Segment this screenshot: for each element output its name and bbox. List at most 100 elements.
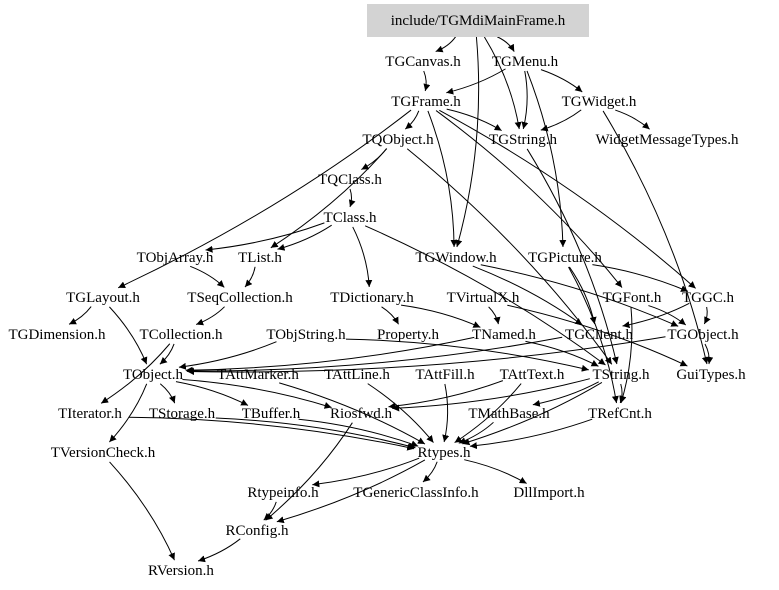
node-widgetmessagetypes-h[interactable]: WidgetMessageTypes.h — [596, 132, 739, 148]
node-label: TCollection.h — [140, 327, 223, 343]
edge-tgclient-h-to-tobject-h — [186, 336, 563, 375]
node-label: TClass.h — [324, 210, 377, 226]
edge-rtypes-h-to-rtypeinfo-h — [312, 457, 420, 488]
edge-tattmarker-h-to-rtypes-h — [279, 382, 426, 445]
node-tstring-h[interactable]: TString.h — [592, 367, 650, 383]
node-tgstring-h[interactable]: TGString.h — [489, 132, 557, 148]
node-label: TAttMarker.h — [217, 367, 299, 383]
node-tglayout-h[interactable]: TGLayout.h — [66, 290, 140, 306]
root-node-box — [367, 4, 589, 37]
edge-tnamed-h-to-tstring-h — [525, 340, 599, 367]
node-property-h[interactable]: Property.h — [377, 327, 439, 343]
node-tattmarker-h[interactable]: TAttMarker.h — [217, 367, 299, 383]
node-label: TGFont.h — [603, 290, 662, 306]
node-label: Riosfwd.h — [330, 406, 393, 422]
node-label: TGLayout.h — [66, 290, 140, 306]
edge-tstring-h-to-riosfwd-h — [392, 378, 590, 412]
node-tstorage-h[interactable]: TStorage.h — [149, 406, 216, 422]
edge-tgmenu-h-to-tgwidget-h — [540, 69, 583, 93]
node-tvirtualx-h[interactable]: TVirtualX.h — [447, 290, 520, 306]
node-tseqcollection-h[interactable]: TSeqCollection.h — [187, 290, 293, 306]
node-rconfig-h[interactable]: RConfig.h — [226, 523, 289, 539]
edge-tgpicture-h-to-trefcnt-h — [568, 266, 619, 404]
node-include-tgmdimainframe-h[interactable]: include/TGMdiMainFrame.h — [367, 4, 589, 37]
node-label: TVersionCheck.h — [51, 445, 156, 461]
edge-tstorage-h-to-rtypes-h — [215, 417, 416, 450]
edge-tdictionary-h-to-tnamed-h — [400, 304, 481, 328]
node-tgpicture-h[interactable]: TGPicture.h — [528, 250, 602, 266]
node-label: TStorage.h — [149, 406, 216, 422]
node-tqobject-h[interactable]: TQObject.h — [362, 132, 434, 148]
node-tgframe-h[interactable]: TGFrame.h — [391, 94, 461, 110]
node-riosfwd-h[interactable]: Riosfwd.h — [330, 406, 393, 422]
node-tgdimension-h[interactable]: TGDimension.h — [8, 327, 106, 343]
node-dllimport-h[interactable]: DllImport.h — [513, 485, 585, 501]
edge-tgfont-h-to-trefcnt-h — [619, 306, 633, 404]
node-rversion-h[interactable]: RVersion.h — [148, 563, 214, 579]
node-tcollection-h[interactable]: TCollection.h — [140, 327, 223, 343]
node-tgclient-h[interactable]: TGClient.h — [565, 327, 633, 343]
node-label: TString.h — [592, 367, 650, 383]
edge-tattline-h-to-rtypes-h — [367, 383, 434, 443]
edge-tgwindow-h-to-tgobject-h — [480, 264, 679, 327]
node-label: DllImport.h — [513, 485, 585, 501]
edge-tgobject-h-to-tobject-h — [187, 336, 666, 376]
node-rtypeinfo-h[interactable]: Rtypeinfo.h — [247, 485, 319, 501]
edge-rtypes-h-to-tgenericclassinfo-h — [422, 461, 438, 483]
node-label: RConfig.h — [226, 523, 289, 539]
edge-tobjstring-h-to-tobject-h — [178, 341, 277, 370]
node-tgfont-h[interactable]: TGFont.h — [603, 290, 662, 306]
edge-tstring-h-to-tmathbase-h — [532, 381, 599, 407]
node-tnamed-h[interactable]: TNamed.h — [472, 327, 536, 343]
node-tqclass-h[interactable]: TQClass.h — [318, 172, 382, 188]
node-label: TBuffer.h — [242, 406, 301, 422]
node-titerator-h[interactable]: TIterator.h — [58, 406, 122, 422]
edge-tglayout-h-to-tobject-h — [109, 306, 148, 365]
node-rtypes-h[interactable]: Rtypes.h — [418, 445, 471, 461]
node-tgmenu-h[interactable]: TGMenu.h — [492, 54, 559, 70]
edge-tcollection-h-to-titerator-h — [100, 343, 171, 404]
node-label: TGDimension.h — [8, 327, 106, 343]
node-tattfill-h[interactable]: TAttFill.h — [415, 367, 475, 383]
node-tattline-h[interactable]: TAttLine.h — [324, 367, 390, 383]
node-label: TSeqCollection.h — [187, 290, 293, 306]
edge-tclass-h-to-tstring-h — [364, 225, 606, 366]
node-guitypes-h[interactable]: GuiTypes.h — [676, 367, 746, 383]
node-tlist-h[interactable]: TList.h — [238, 250, 282, 266]
node-tclass-h[interactable]: TClass.h — [324, 210, 377, 226]
node-tobjarray-h[interactable]: TObjArray.h — [137, 250, 214, 266]
edge-tbuffer-h-to-rtypes-h — [298, 418, 419, 448]
node-tmathbase-h[interactable]: TMathBase.h — [468, 406, 550, 422]
node-label: TGCanvas.h — [385, 54, 461, 70]
node-label: TObject.h — [123, 367, 184, 383]
edge-include-tgmdimainframe-h-to-tgcanvas-h — [435, 36, 457, 53]
edge-tatttext-h-to-riosfwd-h — [388, 380, 504, 410]
edge-tmathbase-h-to-rtypes-h — [458, 421, 494, 444]
node-tversioncheck-h[interactable]: TVersionCheck.h — [51, 445, 156, 461]
node-label: TGPicture.h — [528, 250, 602, 266]
node-label: TGWindow.h — [415, 250, 497, 266]
node-tdictionary-h[interactable]: TDictionary.h — [330, 290, 414, 306]
node-tggc-h[interactable]: TGGC.h — [682, 290, 735, 306]
edge-tclass-h-to-tdictionary-h — [352, 226, 373, 288]
node-tobjstring-h[interactable]: TObjString.h — [266, 327, 346, 343]
node-label: WidgetMessageTypes.h — [596, 132, 739, 148]
node-tatttext-h[interactable]: TAttText.h — [500, 367, 565, 383]
node-label: TDictionary.h — [330, 290, 414, 306]
edge-tgwindow-h-to-tgclient-h — [472, 265, 583, 326]
edge-tgframe-h-to-tqobject-h — [404, 110, 420, 130]
node-tgenericclassinfo-h[interactable]: TGenericClassInfo.h — [353, 485, 479, 501]
node-tgwindow-h[interactable]: TGWindow.h — [415, 250, 497, 266]
edge-tgobject-h-to-guitypes-h — [704, 343, 714, 365]
node-tgobject-h[interactable]: TGObject.h — [667, 327, 739, 343]
node-tbuffer-h[interactable]: TBuffer.h — [242, 406, 301, 422]
node-tgwidget-h[interactable]: TGWidget.h — [562, 94, 637, 110]
node-label: TGenericClassInfo.h — [353, 485, 479, 501]
node-tobject-h[interactable]: TObject.h — [123, 367, 184, 383]
node-tgcanvas-h[interactable]: TGCanvas.h — [385, 54, 461, 70]
node-label: TAttLine.h — [324, 367, 390, 383]
edge-tqobject-h-to-tstring-h — [406, 148, 613, 365]
edge-tgframe-h-to-tgwindow-h — [427, 110, 458, 248]
node-trefcnt-h[interactable]: TRefCnt.h — [588, 406, 652, 422]
